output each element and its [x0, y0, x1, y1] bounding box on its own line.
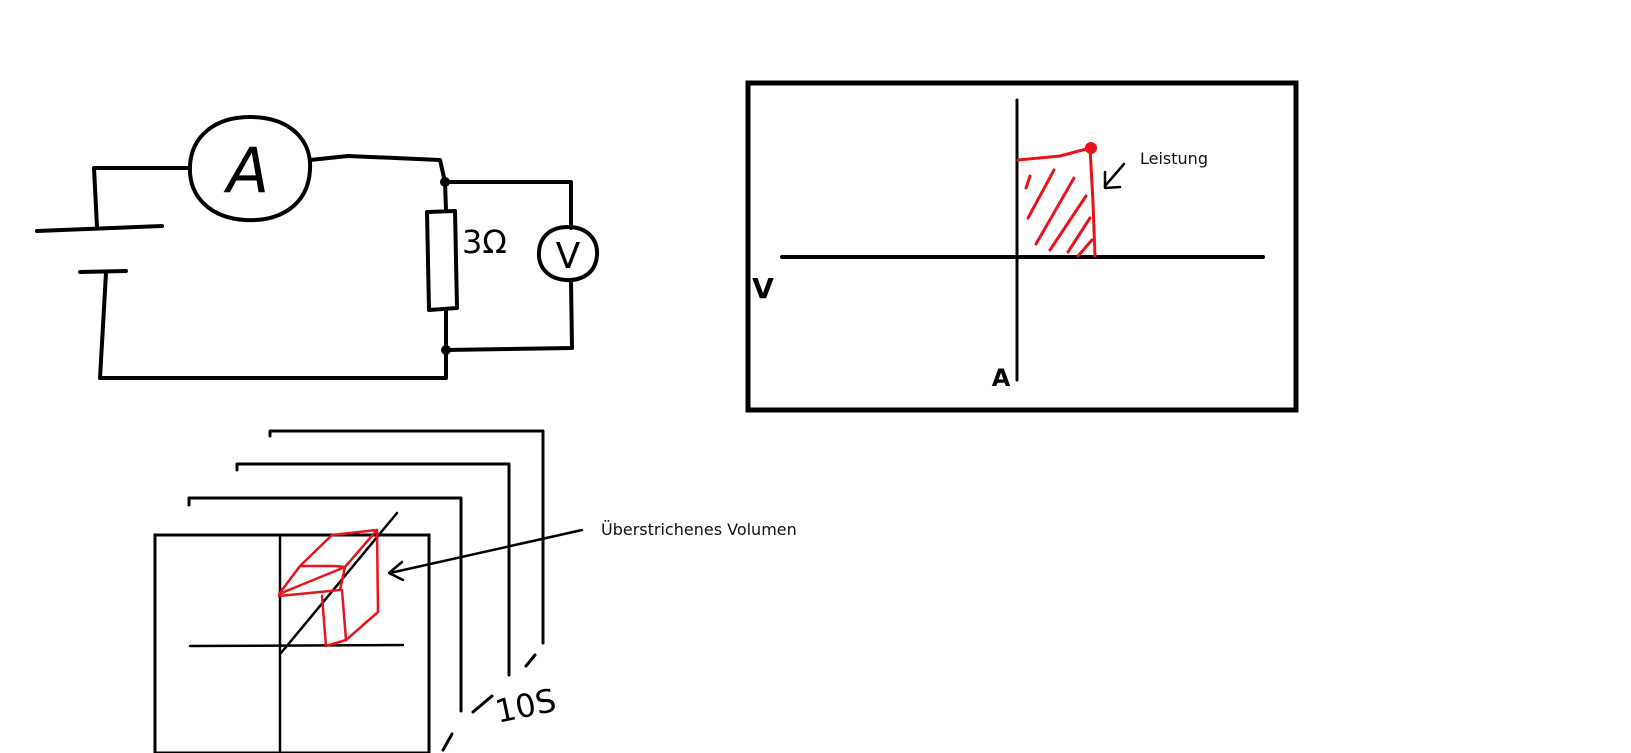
- wire-bottom-return: [98, 271, 448, 380]
- wire-battery-to-ammeter: [92, 166, 192, 229]
- prism-front-top: [277, 565, 347, 598]
- swept-volume-prism: [277, 528, 380, 648]
- hatch-line: [1076, 238, 1094, 258]
- prism-top-face: [277, 528, 379, 596]
- voltmeter-circle: [536, 225, 600, 283]
- front-horizontal-axis: [188, 643, 405, 648]
- graph-frame: [745, 80, 1299, 413]
- volume-arrow-shaft: [388, 528, 584, 575]
- ammeter-symbol: A: [223, 134, 269, 207]
- gap-mark: [471, 694, 494, 714]
- power-area: [1016, 142, 1097, 258]
- battery-long-plate: [35, 224, 164, 233]
- ammeter-circle: [187, 115, 313, 223]
- volume-sketch: 10S Überstrichenes Volumen: [153, 429, 797, 753]
- front-frame: [153, 533, 431, 753]
- resistor-label: 3Ω: [462, 223, 507, 261]
- circuit-diagram: A 3Ω V: [35, 115, 600, 380]
- wire-voltmeter-bottom: [444, 278, 574, 352]
- hatch-line: [1066, 216, 1092, 254]
- prism-mid-edge: [298, 564, 347, 569]
- resistor-body: [425, 209, 459, 312]
- gap-mark: [524, 653, 537, 668]
- hatch-line: [1048, 194, 1088, 252]
- vi-graph: V A Leistung: [745, 80, 1299, 413]
- x-axis-label: V: [752, 272, 774, 305]
- operating-point-dot: [1085, 142, 1097, 154]
- time-label: 10S: [492, 681, 560, 731]
- wire-voltmeter-top: [443, 180, 573, 230]
- leistung-arrow-shaft: [1103, 162, 1126, 188]
- y-axis-label: A: [992, 364, 1011, 392]
- gap-mark: [441, 732, 454, 752]
- hatch-line: [1034, 176, 1076, 246]
- leistung-arrow-head: [1103, 170, 1122, 190]
- hatch-line: [1024, 174, 1032, 190]
- battery-short-plate: [78, 269, 128, 274]
- back-frame-2: [187, 496, 463, 713]
- wire-ammeter-to-junction: [308, 154, 447, 184]
- resistor-lead-top: [443, 180, 448, 212]
- prism-vertical-edge: [340, 588, 348, 642]
- hatch-line: [1026, 168, 1056, 220]
- back-frame-3: [235, 462, 511, 677]
- volume-label: Überstrichenes Volumen: [601, 520, 797, 539]
- voltmeter-symbol: V: [556, 236, 581, 277]
- volume-arrow-head: [387, 560, 405, 582]
- back-frame-4: [268, 429, 545, 645]
- leistung-label: Leistung: [1140, 149, 1208, 168]
